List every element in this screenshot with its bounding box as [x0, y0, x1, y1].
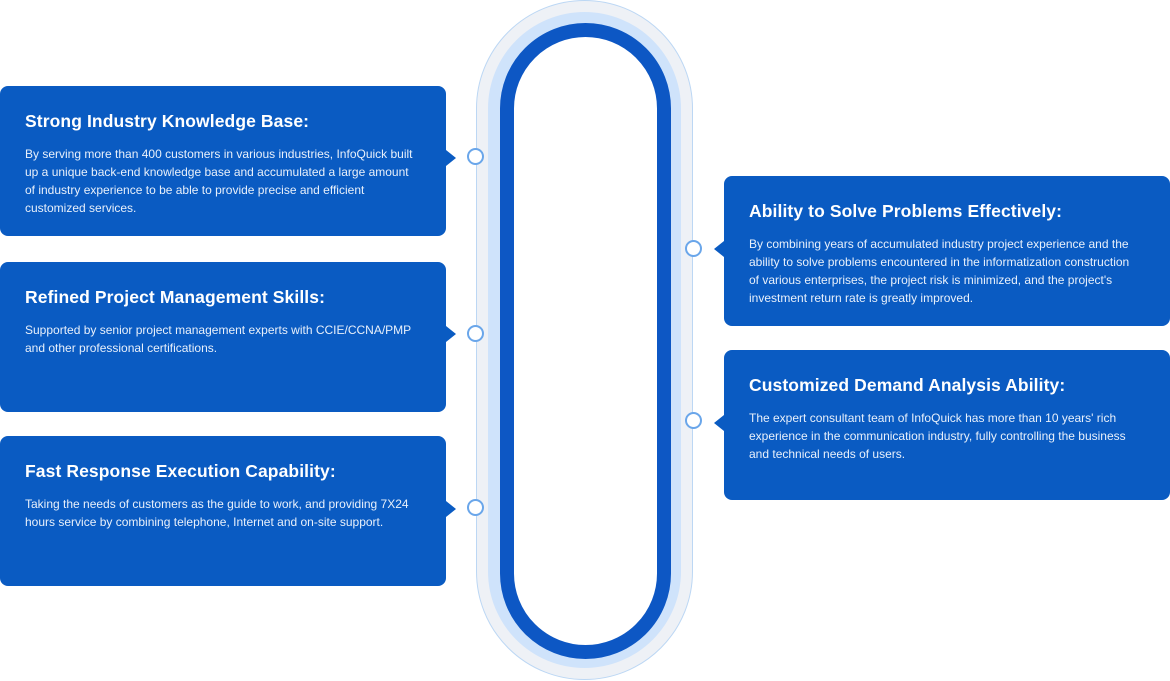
- capability-card-fast-response: Fast Response Execution Capability: Taki…: [0, 436, 446, 586]
- card-description: Taking the needs of customers as the gui…: [25, 497, 409, 529]
- card-title: Refined Project Management Skills:: [25, 287, 326, 307]
- capability-card-industry-knowledge: Strong Industry Knowledge Base: By servi…: [0, 86, 446, 236]
- connector-dot: [467, 148, 484, 165]
- card-description: Supported by senior project management e…: [25, 323, 411, 355]
- card-description: By serving more than 400 customers in va…: [25, 147, 413, 215]
- card-title: Customized Demand Analysis Ability:: [749, 375, 1066, 395]
- pointer-arrow: [714, 241, 724, 257]
- capability-card-problem-solving: Ability to Solve Problems Effectively: B…: [724, 176, 1170, 326]
- pointer-arrow: [446, 501, 456, 517]
- capsule-core: [500, 23, 671, 659]
- pointer-arrow: [446, 326, 456, 342]
- pointer-arrow: [714, 415, 724, 431]
- card-title: Fast Response Execution Capability:: [25, 461, 336, 481]
- capability-card-project-management: Refined Project Management Skills: Suppo…: [0, 262, 446, 412]
- card-title: Ability to Solve Problems Effectively:: [749, 201, 1063, 221]
- connector-dot: [467, 499, 484, 516]
- pointer-arrow: [446, 150, 456, 166]
- card-title: Strong Industry Knowledge Base:: [25, 111, 310, 131]
- connector-dot: [685, 240, 702, 257]
- connector-dot: [467, 325, 484, 342]
- card-description: By combining years of accumulated indust…: [749, 237, 1130, 305]
- connector-dot: [685, 412, 702, 429]
- card-description: The expert consultant team of InfoQuick …: [749, 411, 1126, 461]
- capability-card-demand-analysis: Customized Demand Analysis Ability: The …: [724, 350, 1170, 500]
